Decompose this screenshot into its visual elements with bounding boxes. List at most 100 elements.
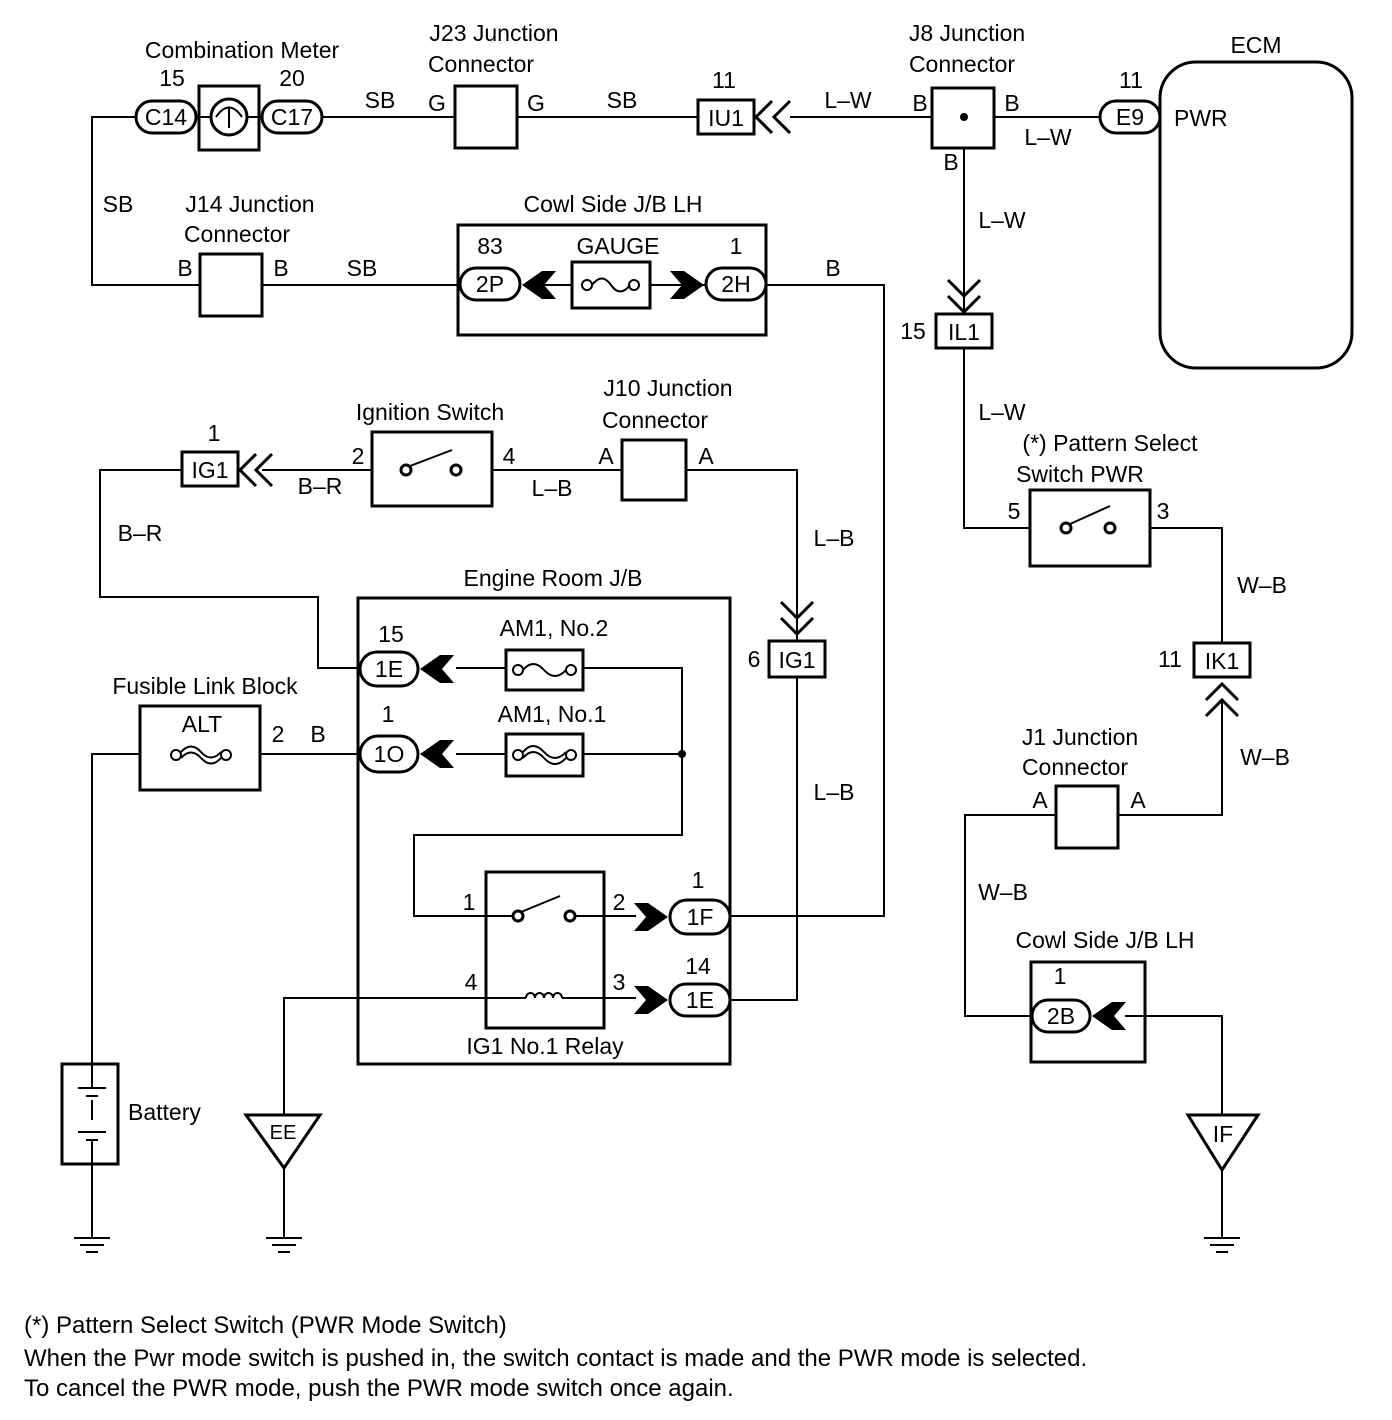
cowl-side-jb-lh-right: Cowl Side J/B LH 1 2B (1016, 927, 1195, 1064)
svg-text:SB: SB (365, 87, 396, 113)
connector-1e: 1E (358, 650, 420, 688)
relay-coil-icon (525, 992, 563, 999)
connector-2b: 2B (1030, 998, 1092, 1034)
svg-text:A: A (698, 443, 714, 469)
svg-text:J10 Junction: J10 Junction (603, 375, 732, 401)
cowl-side-jb-lh-top: Cowl Side J/B LH 83 GAUGE 1 2P 2H B (456, 191, 841, 337)
pattern-select-switch: (*) Pattern Select Switch PWR 5 3 W–B (1008, 430, 1287, 598)
svg-text:2: 2 (272, 721, 285, 747)
female-terminal-icon (522, 271, 556, 299)
svg-text:PWR: PWR (1174, 105, 1228, 131)
switch-icon (511, 895, 577, 923)
svg-text:IG1: IG1 (778, 647, 815, 673)
svg-text:When the Pwr mode switch is pu: When the Pwr mode switch is pushed in, t… (24, 1345, 1087, 1372)
male-terminal-icon (779, 600, 815, 637)
svg-text:B: B (912, 90, 927, 116)
svg-text:B: B (825, 255, 840, 281)
svg-text:AM1, No.1: AM1, No.1 (498, 701, 607, 727)
svg-text:EE: EE (270, 1122, 297, 1144)
svg-text:1: 1 (382, 701, 395, 727)
switch-icon (1059, 505, 1117, 535)
svg-text:A: A (598, 443, 614, 469)
battery-icon (78, 1064, 106, 1164)
connector-c14: C14 (134, 99, 198, 135)
svg-text:B: B (177, 255, 192, 281)
svg-text:E9: E9 (1116, 104, 1144, 130)
svg-text:C14: C14 (145, 104, 187, 130)
j10-junction-connector: J10 Junction Connector A A L–B (598, 375, 854, 637)
svg-text:20: 20 (279, 65, 305, 91)
ig1-no1-relay: IG1 No.1 Relay 1 2 4 3 (463, 870, 625, 1059)
svg-text:B: B (310, 721, 325, 747)
svg-text:Connector: Connector (909, 51, 1015, 77)
ik1-connector: 11 IK1 W–B (1158, 641, 1290, 770)
svg-text:W–B: W–B (1237, 572, 1287, 598)
svg-text:11: 11 (1158, 646, 1182, 672)
svg-text:C17: C17 (271, 104, 313, 130)
engine-room-jb: Engine Room J/B 15 AM1, No.2 1E 1 AM1, N… (356, 565, 732, 1066)
svg-text:B: B (943, 149, 958, 175)
svg-text:11: 11 (712, 67, 736, 93)
svg-text:AM1, No.2: AM1, No.2 (500, 615, 609, 641)
svg-text:B–R: B–R (298, 473, 343, 499)
svg-text:1F: 1F (687, 904, 714, 930)
svg-text:1O: 1O (374, 741, 405, 767)
svg-text:B: B (1004, 90, 1019, 116)
svg-text:Connector: Connector (428, 51, 534, 77)
connector-e9: E9 (1098, 99, 1162, 135)
female-terminal-icon (670, 271, 704, 299)
svg-text:SB: SB (347, 255, 378, 281)
female-terminal-icon (634, 903, 668, 931)
svg-text:1: 1 (730, 233, 743, 259)
gauge-icon (209, 97, 249, 137)
connector-1e-lower: 1E (668, 982, 732, 1018)
male-terminal-icon (237, 452, 274, 488)
svg-text:A: A (1032, 787, 1048, 813)
svg-text:SB: SB (103, 191, 134, 217)
ground-icon (266, 1237, 302, 1253)
svg-text:W–B: W–B (978, 879, 1028, 905)
svg-text:2H: 2H (721, 271, 750, 297)
svg-text:Engine Room J/B: Engine Room J/B (464, 565, 643, 591)
svg-text:J14 Junction: J14 Junction (185, 191, 314, 217)
male-terminal-icon (1204, 681, 1240, 718)
ground-if: IF (1185, 1113, 1261, 1173)
svg-text:GAUGE: GAUGE (576, 233, 659, 259)
svg-text:To cancel the PWR mode, push t: To cancel the PWR mode, push the PWR mod… (24, 1375, 734, 1402)
svg-text:IK1: IK1 (1205, 648, 1240, 674)
svg-text:2: 2 (352, 443, 365, 469)
svg-text:ALT: ALT (182, 711, 222, 737)
svg-text:15: 15 (900, 318, 926, 344)
female-terminal-icon (1092, 1002, 1126, 1030)
connector-2h: 2H (704, 266, 768, 302)
svg-text:1E: 1E (375, 656, 403, 682)
svg-text:4: 4 (503, 443, 516, 469)
j1-junction-connector: J1 Junction Connector A A W–B (978, 724, 1146, 905)
svg-text:3: 3 (1157, 498, 1170, 524)
svg-text:4: 4 (465, 969, 478, 995)
connector-1o: 1O (358, 734, 420, 774)
svg-text:Cowl Side J/B LH: Cowl Side J/B LH (524, 191, 703, 217)
svg-text:Switch PWR: Switch PWR (1016, 461, 1144, 487)
svg-text:A: A (1130, 787, 1146, 813)
svg-text:J23 Junction: J23 Junction (429, 20, 558, 46)
svg-text:(*) Pattern Select Switch (PWR: (*) Pattern Select Switch (PWR Mode Swit… (24, 1312, 507, 1339)
svg-text:Combination Meter: Combination Meter (145, 37, 340, 63)
svg-text:Connector: Connector (184, 221, 290, 247)
svg-text:Cowl Side J/B LH: Cowl Side J/B LH (1016, 927, 1195, 953)
svg-text:14: 14 (685, 953, 711, 979)
svg-text:L–B: L–B (532, 475, 573, 501)
svg-text:B–R: B–R (118, 520, 163, 546)
svg-text:1E: 1E (686, 987, 714, 1013)
svg-text:11: 11 (1119, 67, 1143, 93)
female-terminal-icon (634, 986, 668, 1014)
svg-text:5: 5 (1008, 498, 1021, 524)
j14-junction-connector: SB J14 Junction Connector B B SB (103, 191, 378, 318)
svg-text:1: 1 (208, 420, 221, 446)
wires (91, 113, 1223, 1238)
svg-text:Connector: Connector (1022, 754, 1128, 780)
male-terminal-icon (946, 278, 982, 315)
svg-text:(*) Pattern Select: (*) Pattern Select (1022, 430, 1198, 456)
svg-text:IG1: IG1 (191, 457, 228, 483)
